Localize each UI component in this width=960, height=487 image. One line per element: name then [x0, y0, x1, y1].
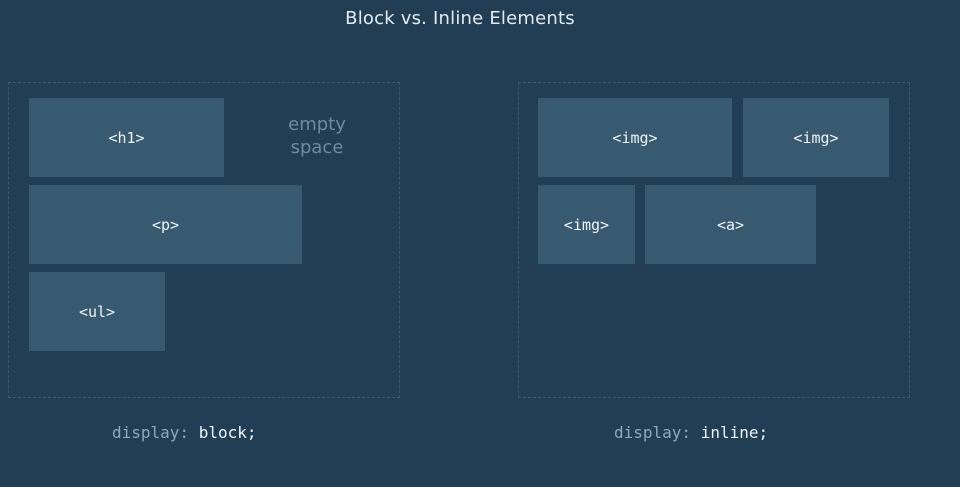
block-caption: display: block; — [112, 423, 257, 442]
inline-box-img-2: <img> — [743, 98, 889, 177]
empty-space-label: empty space — [288, 114, 346, 158]
inline-caption-property: display: — [614, 423, 692, 442]
block-box-ul: <ul> — [29, 272, 165, 351]
inline-box-img-1: <img> — [538, 98, 732, 177]
block-caption-value: block; — [198, 423, 257, 442]
block-caption-property: display: — [112, 423, 190, 442]
block-panel — [8, 82, 400, 398]
inline-box-a: <a> — [645, 185, 816, 264]
inline-panel — [518, 82, 910, 398]
inline-caption-value: inline; — [700, 423, 769, 442]
block-box-p: <p> — [29, 185, 302, 264]
diagram-title: Block vs. Inline Elements — [345, 8, 575, 29]
block-box-h1: <h1> — [29, 98, 224, 177]
inline-caption: display: inline; — [614, 423, 768, 442]
inline-box-img-3: <img> — [538, 185, 635, 264]
